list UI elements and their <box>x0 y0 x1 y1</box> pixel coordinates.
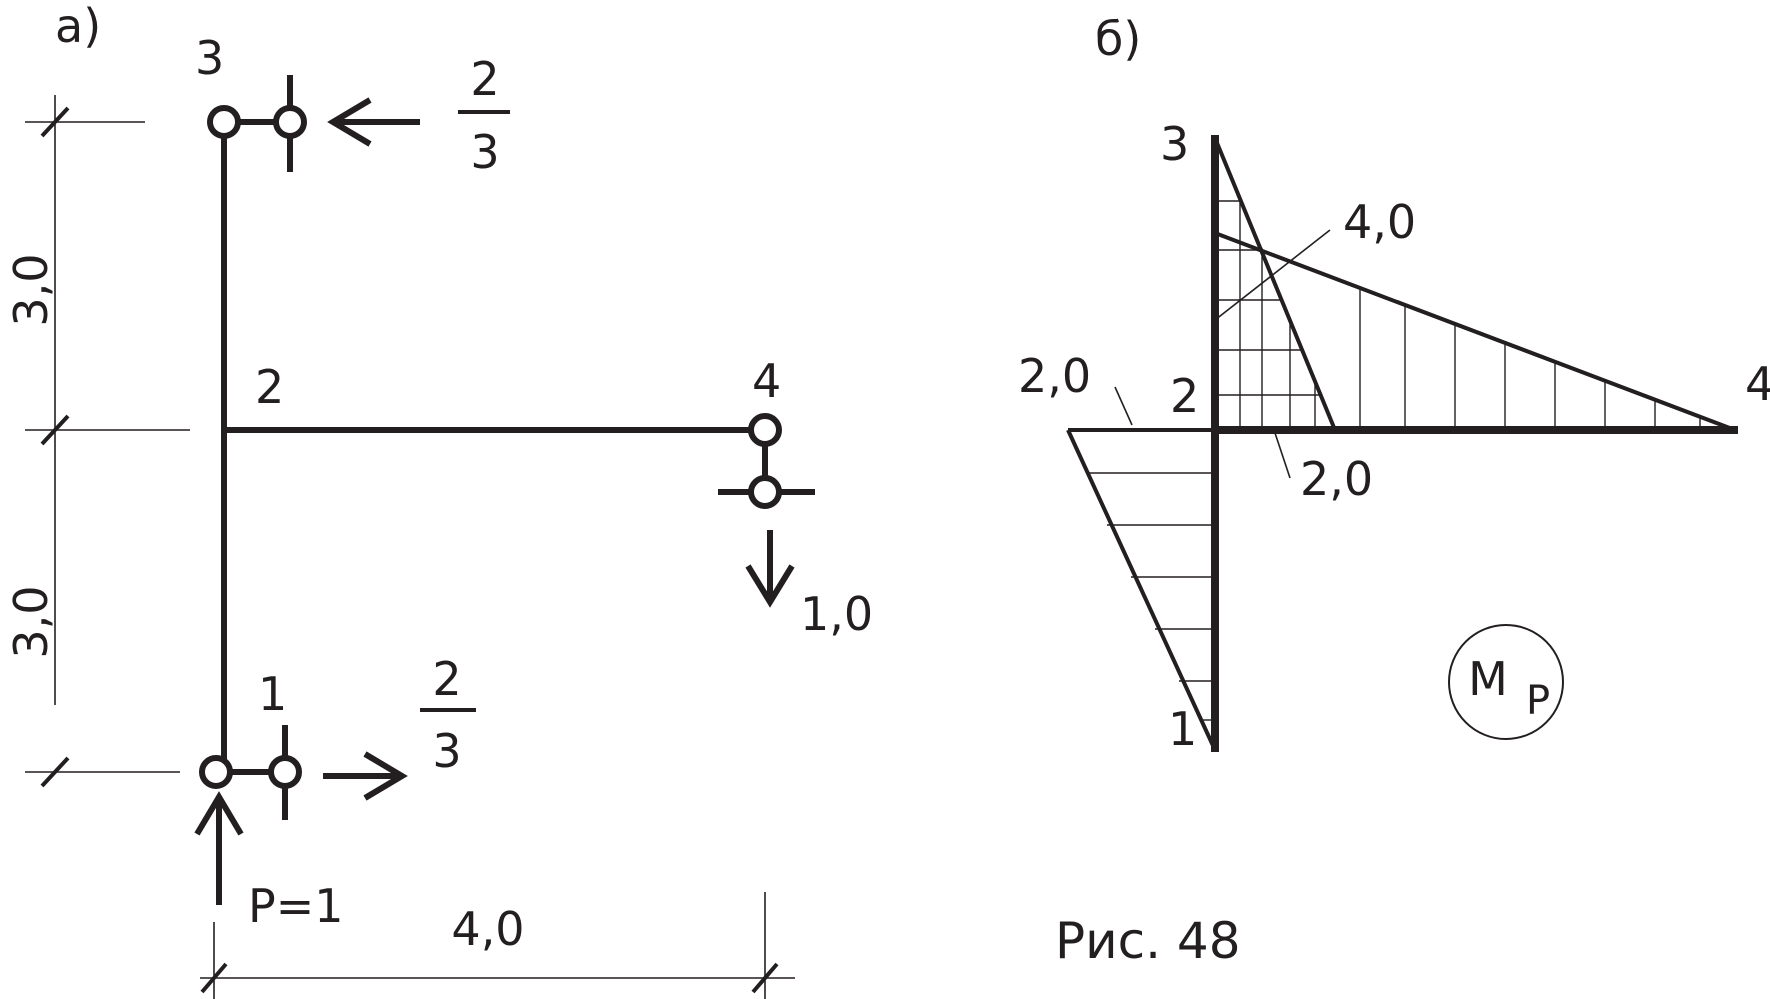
top-reaction-denominator: 3 <box>470 125 499 179</box>
node-2-label: 2 <box>255 360 284 414</box>
left-value-label: 2,0 <box>1018 349 1091 403</box>
top-support <box>207 75 307 172</box>
moment-region-lower-column <box>1066 428 1217 751</box>
moment-region-beam <box>1214 231 1736 432</box>
vertical-dimension: 3,0 3,0 <box>4 95 190 788</box>
dimension-upper-label: 3,0 <box>4 253 58 326</box>
moment-region-upper-column <box>1213 137 1337 431</box>
bottom-reaction-numerator: 2 <box>432 652 461 706</box>
top-support-hinge <box>273 105 307 139</box>
panel-a: а) 3,0 3,0 4,0 <box>4 0 873 999</box>
dimension-tick-middle <box>40 414 70 446</box>
panel-b: б) <box>1018 12 1770 756</box>
node-1-hinge <box>199 755 233 789</box>
dimension-tick-left <box>200 962 228 994</box>
horizontal-dimension: 4,0 <box>200 892 795 999</box>
bottom-support-hinge <box>268 755 302 789</box>
node-1-label: 1 <box>258 667 287 721</box>
node-4-label: 4 <box>752 354 781 408</box>
diagram-node-2-label: 2 <box>1170 369 1199 423</box>
dimension-tick-right <box>751 962 779 994</box>
diagram-node-3-label: 3 <box>1160 117 1189 171</box>
right-support-hinge <box>748 475 782 509</box>
lower-triangle-edge <box>1066 429 1217 751</box>
figure-caption: Рис. 48 <box>1055 912 1241 970</box>
moment-badge-main: M <box>1468 652 1508 706</box>
bottom-value-leader <box>1274 432 1291 479</box>
node-3-hinge <box>207 105 241 139</box>
panel-b-label: б) <box>1095 12 1141 66</box>
panel-a-label: а) <box>55 0 101 53</box>
dimension-tick-top <box>40 106 70 138</box>
load-label: P=1 <box>248 879 344 933</box>
dimension-tick-bottom <box>40 756 70 788</box>
dimension-lower-label: 3,0 <box>4 585 58 658</box>
right-reaction-label: 1,0 <box>800 587 873 641</box>
node-4-hinge <box>748 413 782 447</box>
bottom-reaction-head <box>363 751 408 801</box>
node-3-label: 3 <box>195 31 224 85</box>
diagram-node-4-label: 4 <box>1745 357 1770 411</box>
left-value-leader <box>1114 386 1133 426</box>
right-reaction-head <box>745 564 795 608</box>
moment-badge-sub: P <box>1526 678 1550 724</box>
moment-badge: M P <box>1448 624 1564 740</box>
bottom-reaction-arrow <box>323 751 408 801</box>
top-reaction-numerator: 2 <box>470 52 499 106</box>
top-value-leader <box>1214 229 1331 321</box>
load-head <box>194 791 244 836</box>
moment-badge-circle <box>1448 624 1564 740</box>
right-reaction-arrow <box>745 530 795 608</box>
top-reaction-head <box>327 97 372 147</box>
bottom-value-label: 2,0 <box>1300 452 1373 506</box>
diagram-node-1-label: 1 <box>1168 702 1197 756</box>
bottom-reaction-denominator: 3 <box>432 724 461 778</box>
top-value-label: 4,0 <box>1343 195 1416 249</box>
top-reaction-arrow <box>327 97 420 147</box>
right-support <box>718 413 815 509</box>
load-arrow <box>194 791 244 905</box>
bottom-support <box>199 725 302 820</box>
dimension-horizontal-label: 4,0 <box>451 902 524 956</box>
beam-triangle-edge <box>1214 231 1736 432</box>
upper-triangle-edge <box>1213 137 1337 431</box>
